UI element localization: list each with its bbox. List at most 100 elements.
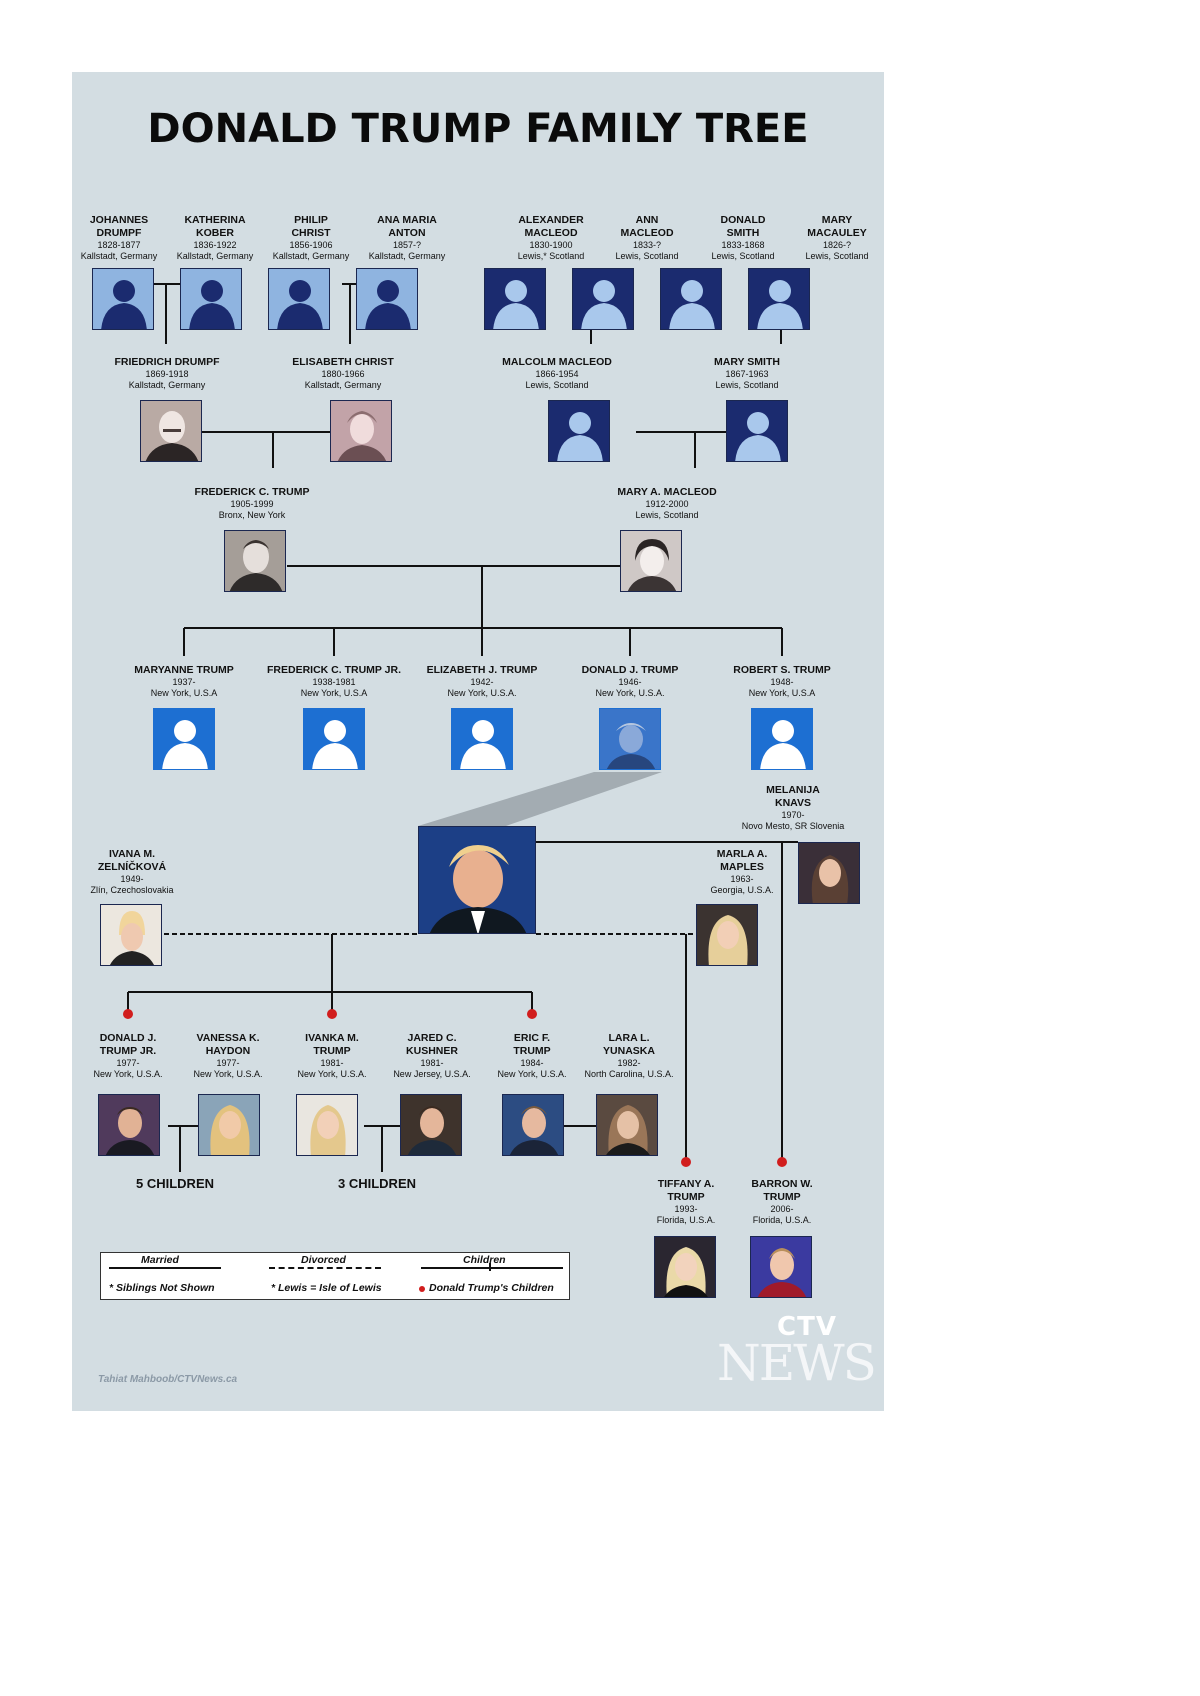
person-name: TRUMP <box>667 1191 705 1203</box>
person-name: TIFFANY A. <box>657 1178 715 1190</box>
person-frederick-c-trump-jr: FREDERICK C. TRUMP JR. 1938-1981 New Yor… <box>254 664 414 699</box>
person-ivanka-trump: IVANKA M. TRUMP 1981- New York, U.S.A. <box>276 1032 388 1080</box>
person-place: Georgia, U.S.A. <box>710 885 774 895</box>
child-marker <box>123 1009 133 1019</box>
person-years: 1856-1906 <box>289 240 333 250</box>
person-name: YUNASKA <box>603 1045 655 1057</box>
legend-lewis-note: * Lewis = Isle of Lewis <box>271 1282 382 1294</box>
person-name: KATHERINA <box>184 214 246 226</box>
person-place: New York, U.S.A. <box>297 1069 367 1079</box>
person-ivana-zelnickova: IVANA M. ZELNÍČKOVÁ 1949- Zlín, Czechosl… <box>72 848 192 896</box>
portrait-photo <box>654 1236 716 1298</box>
person-name: ANN <box>635 214 659 226</box>
person-melanija-knavs: MELANIJA KNAVS 1970- Novo Mesto, SR Slov… <box>728 784 858 832</box>
person-name: KNAVS <box>775 797 811 809</box>
person-place: New York, U.S.A. <box>447 688 517 698</box>
person-place: New York, U.S.A <box>300 688 368 698</box>
person-ana-maria-anton: ANA MARIA ANTON 1857-? Kallstadt, German… <box>352 214 462 262</box>
person-maryanne-trump: MARYANNE TRUMP 1937- New York, U.S.A <box>114 664 254 699</box>
person-years: 1869-1918 <box>145 369 189 379</box>
ctv-logo-text: CTV <box>777 1312 837 1342</box>
person-years: 1880-1966 <box>321 369 365 379</box>
portrait-photo <box>798 842 860 904</box>
person-name: ZELNÍČKOVÁ <box>97 861 167 873</box>
person-years: 1912-2000 <box>645 499 689 509</box>
silhouette-icon <box>751 708 813 770</box>
silhouette-icon <box>548 400 610 462</box>
person-name: JARED C. <box>407 1032 457 1044</box>
person-jared-kushner: JARED C. KUSHNER 1981- New Jersey, U.S.A… <box>372 1032 492 1080</box>
portrait-photo <box>502 1094 564 1156</box>
person-name: ELIZABETH J. TRUMP <box>426 664 538 676</box>
person-barron-trump: BARRON W. TRUMP 2006- Florida, U.S.A. <box>724 1178 840 1226</box>
person-johannes-drumpf: JOHANNES DRUMPF 1828-1877 Kallstadt, Ger… <box>64 214 174 262</box>
person-years: 1981- <box>420 1058 444 1068</box>
person-place: Lewis, Scotland <box>635 510 699 520</box>
person-place: Kallstadt, Germany <box>80 251 158 261</box>
person-place: North Carolina, U.S.A. <box>584 1069 674 1079</box>
person-years: 1948- <box>770 677 794 687</box>
person-years: 1828-1877 <box>97 240 141 250</box>
person-robert-s-trump: ROBERT S. TRUMP 1948- New York, U.S.A <box>712 664 852 699</box>
person-years: 1993- <box>674 1204 698 1214</box>
three-children-label: 3 CHILDREN <box>338 1176 417 1191</box>
person-name: ANTON <box>388 227 426 239</box>
person-name: TRUMP <box>513 1045 551 1057</box>
person-years: 1977- <box>216 1058 240 1068</box>
portrait-photo <box>296 1094 358 1156</box>
person-years: 1981- <box>320 1058 344 1068</box>
child-marker <box>681 1157 691 1167</box>
portrait-photo <box>100 904 162 966</box>
portrait-photo <box>750 1236 812 1298</box>
person-years: 1866-1954 <box>535 369 579 379</box>
person-lara-yunaska: LARA L. YUNASKA 1982- North Carolina, U.… <box>566 1032 692 1080</box>
legend-divorced-label: Divorced <box>301 1254 346 1266</box>
legend-child-marker <box>419 1286 425 1292</box>
person-name: MAPLES <box>720 861 764 873</box>
person-name: TRUMP <box>313 1045 351 1057</box>
person-place: Lewis, Scotland <box>615 251 679 261</box>
person-name: SMITH <box>726 227 760 239</box>
silhouette-icon <box>660 268 722 330</box>
person-name: IVANA M. <box>108 848 156 860</box>
person-place: New York, U.S.A. <box>193 1069 263 1079</box>
person-place: Florida, U.S.A. <box>752 1215 812 1225</box>
portrait-photo <box>596 1094 658 1156</box>
person-years: 1830-1900 <box>529 240 573 250</box>
news-logo-text: NEWS <box>717 1334 877 1392</box>
person-katherina-kober: KATHERINA KOBER 1836-1922 Kallstadt, Ger… <box>160 214 270 262</box>
person-name: HAYDON <box>205 1045 251 1057</box>
person-name: DRUMPF <box>96 227 142 239</box>
portrait-photo <box>599 708 661 770</box>
person-name: MARLA A. <box>716 848 768 860</box>
person-name: MARYANNE TRUMP <box>134 664 234 676</box>
page-title: DONALD TRUMP FAMILY TREE <box>147 106 809 152</box>
person-name: ERIC F. <box>513 1032 551 1044</box>
portrait-photo <box>400 1094 462 1156</box>
silhouette-icon <box>303 708 365 770</box>
person-years: 1942- <box>470 677 494 687</box>
person-name: LARA L. <box>608 1032 650 1044</box>
person-name: FREDERICK C. TRUMP JR. <box>267 664 401 676</box>
person-place: Lewis, Scotland <box>711 251 775 261</box>
person-name: ANA MARIA <box>377 214 437 226</box>
person-donald-j-trump: DONALD J. TRUMP 1946- New York, U.S.A. <box>560 664 700 699</box>
person-years: 1857-? <box>392 240 422 250</box>
person-years: 1867-1963 <box>725 369 769 379</box>
legend: Married Divorced Children * Siblings Not… <box>100 1252 570 1300</box>
person-place: New York, U.S.A. <box>595 688 665 698</box>
portrait-photo <box>224 530 286 592</box>
person-philip-christ: PHILIP CHRIST 1856-1906 Kallstadt, Germa… <box>256 214 366 262</box>
person-place: Kallstadt, Germany <box>176 251 254 261</box>
person-name: MARY SMITH <box>714 356 780 368</box>
person-name: MARY <box>821 214 853 226</box>
person-name: MALCOLM MACLEOD <box>502 356 612 368</box>
person-name: FREDERICK C. TRUMP <box>194 486 310 498</box>
person-mary-a-macleod: MARY A. MACLEOD 1912-2000 Lewis, Scotlan… <box>602 486 732 521</box>
legend-children-label: Children <box>463 1254 506 1266</box>
person-name: DONALD <box>720 214 766 226</box>
person-name: MACAULEY <box>807 227 867 239</box>
person-alexander-macleod: ALEXANDER MACLEOD 1830-1900 Lewis,* Scot… <box>496 214 606 262</box>
person-donald-smith: DONALD SMITH 1833-1868 Lewis, Scotland <box>688 214 798 262</box>
silhouette-icon <box>268 268 330 330</box>
